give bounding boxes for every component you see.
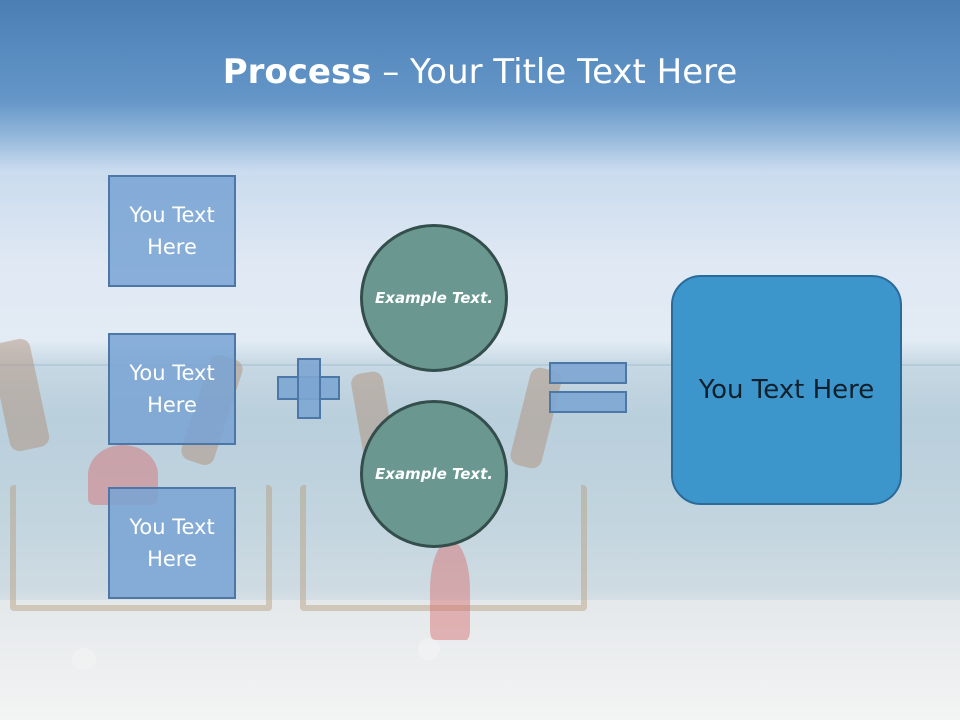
beach-chair-right — [300, 485, 587, 611]
title-rest: – Your Title Text Here — [371, 52, 738, 92]
result-box[interactable]: You Text Here — [671, 275, 902, 505]
example-circle-1[interactable]: Example Text. — [360, 224, 508, 372]
slide-title[interactable]: Process – Your Title Text Here — [0, 52, 960, 92]
equals-bar-top — [549, 362, 627, 384]
sea-horizon — [0, 364, 960, 366]
text-box-3[interactable]: You Text Here — [108, 487, 236, 599]
text-box-1[interactable]: You Text Here — [108, 175, 236, 287]
plus-center-fill — [299, 378, 319, 398]
hat-pompom-right — [418, 638, 440, 660]
beach-sand — [0, 600, 960, 720]
hat-pompom-left — [72, 648, 96, 670]
example-circle-2[interactable]: Example Text. — [360, 400, 508, 548]
equals-bar-bottom — [549, 391, 627, 413]
beach-chair-left — [10, 485, 272, 611]
text-box-2[interactable]: You Text Here — [108, 333, 236, 445]
santa-hat-right — [430, 540, 470, 640]
raised-arm-left — [0, 337, 51, 453]
title-bold: Process — [222, 52, 372, 92]
